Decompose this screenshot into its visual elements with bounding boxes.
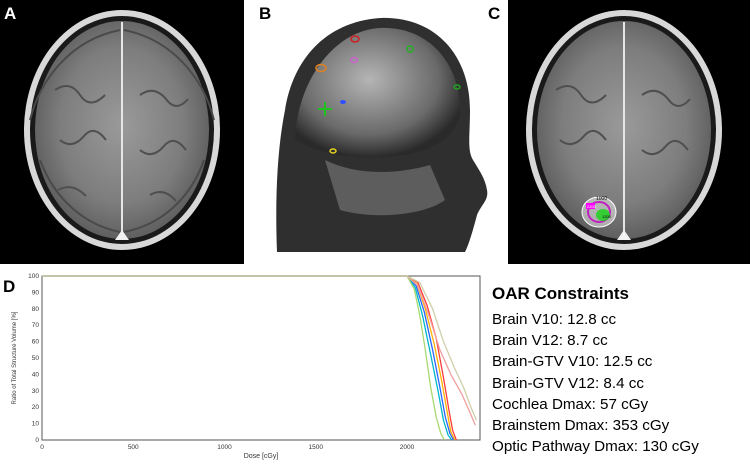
panel-d-dvh-chart: D 0 500 1000 1500 2000 0 10 20 30 40 50 60 70 80 90 100… [0, 270, 490, 462]
y-tick-label: 70 [32, 322, 40, 329]
chart-series [42, 275, 477, 441]
panel-letter-c-label: C [488, 4, 501, 23]
panel-a-mri-axial: A [0, 0, 244, 264]
constraints-title: OAR Constraints [492, 284, 629, 303]
contour-markers [315, 35, 461, 154]
y-tick-label: 60 [32, 339, 40, 346]
y-tick-label: 50 [32, 355, 40, 362]
x-tick-label: 1500 [309, 444, 324, 451]
isodose-label-1000: 1000 [596, 196, 607, 202]
y-tick-label: 80 [32, 306, 40, 313]
y-axis-label: Ratio of Total Structure Volume [%] [12, 311, 18, 404]
dvh-curve [42, 275, 476, 426]
dvh-chart: 0 500 1000 1500 2000 0 10 20 30 40 50 60 70 80 90 100 D… [12, 273, 481, 460]
lateral-skull-image [255, 0, 495, 264]
dvh-curve [42, 275, 445, 441]
isodose-lines: 1000 2200 1200 [581, 196, 617, 228]
y-tick-label: 90 [32, 289, 40, 296]
x-axis-label: Dose [cGy] [244, 453, 279, 460]
y-tick-label: 20 [32, 404, 40, 411]
x-tick-label: 2000 [400, 444, 415, 451]
panel-c-mri-isodose: 1000 2200 1200 [508, 0, 750, 264]
constraint-optic-pathway-dmax: Optic Pathway Dmax: 130 cGy [492, 438, 699, 456]
constraint-brain-gtv-v10: Brain-GTV V10: 12.5 cc [492, 353, 653, 371]
x-tick-label: 500 [128, 444, 139, 451]
y-tick-label: 0 [35, 437, 39, 444]
plot-area [41, 275, 481, 441]
constraint-brain-v10: Brain V10: 12.8 cc [492, 311, 617, 328]
oar-constraints: OAR Constraints Brain V10: 12.8 cc Brain… [492, 284, 750, 457]
panel-letter-a: A [4, 4, 17, 23]
y-tick-label: 40 [32, 371, 40, 378]
constraint-brain-v12: Brain V12: 8.7 cc [492, 332, 608, 350]
dvh-curve [42, 275, 477, 421]
panel-letter-b: B [259, 4, 272, 23]
isodose-label-1200: 1200 [602, 214, 612, 219]
mri-axial-image-a [0, 0, 244, 264]
panel-letter-d: D [3, 277, 16, 296]
x-tick-label: 0 [40, 444, 44, 451]
y-tick-label: 30 [32, 388, 40, 395]
chart-ticks: 0 500 1000 1500 2000 0 10 20 30 40 50 60 70 80 90 100 [28, 273, 414, 451]
constraint-brainstem-dmax: Brainstem Dmax: 353 cGy [492, 417, 670, 435]
panel-b-lateral-drr: B [255, 0, 495, 264]
chart-axes [41, 275, 481, 441]
x-tick-label: 1000 [217, 444, 232, 451]
constraint-brain-gtv-v12: Brain-GTV V12: 8.4 cc [492, 374, 644, 392]
isodose-label-2200: 2200 [587, 204, 597, 209]
mri-axial-image-c: 1000 2200 1200 [508, 0, 750, 264]
y-tick-label: 10 [32, 421, 40, 428]
y-tick-label: 100 [28, 273, 39, 280]
constraint-cochlea-dmax: Cochlea Dmax: 57 cGy [492, 395, 649, 413]
